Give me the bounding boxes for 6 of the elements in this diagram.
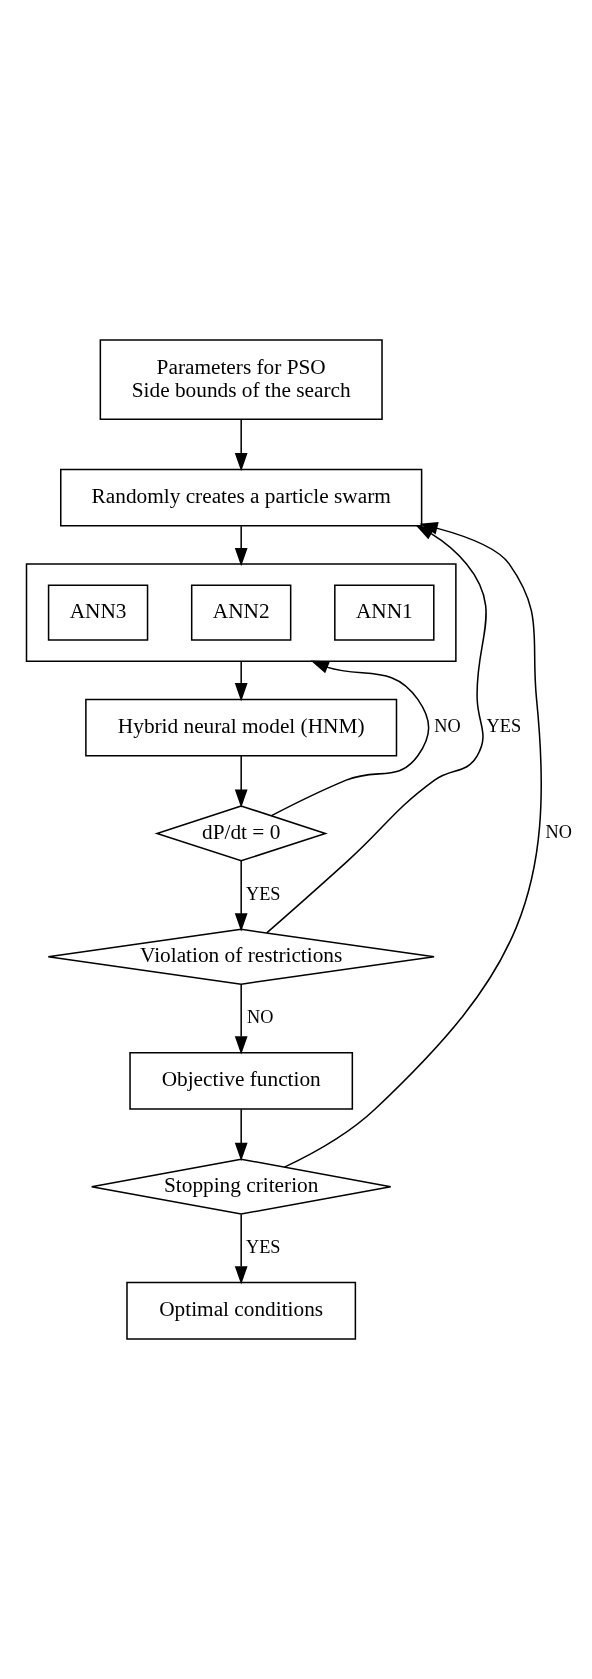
edge-label: YES [246,1237,281,1258]
edge-label: YES [246,883,281,904]
edge-label: NO [545,822,572,843]
edge-label: NO [247,1007,274,1028]
edge-label: NO [434,716,461,737]
edge-label: YES [486,716,522,737]
